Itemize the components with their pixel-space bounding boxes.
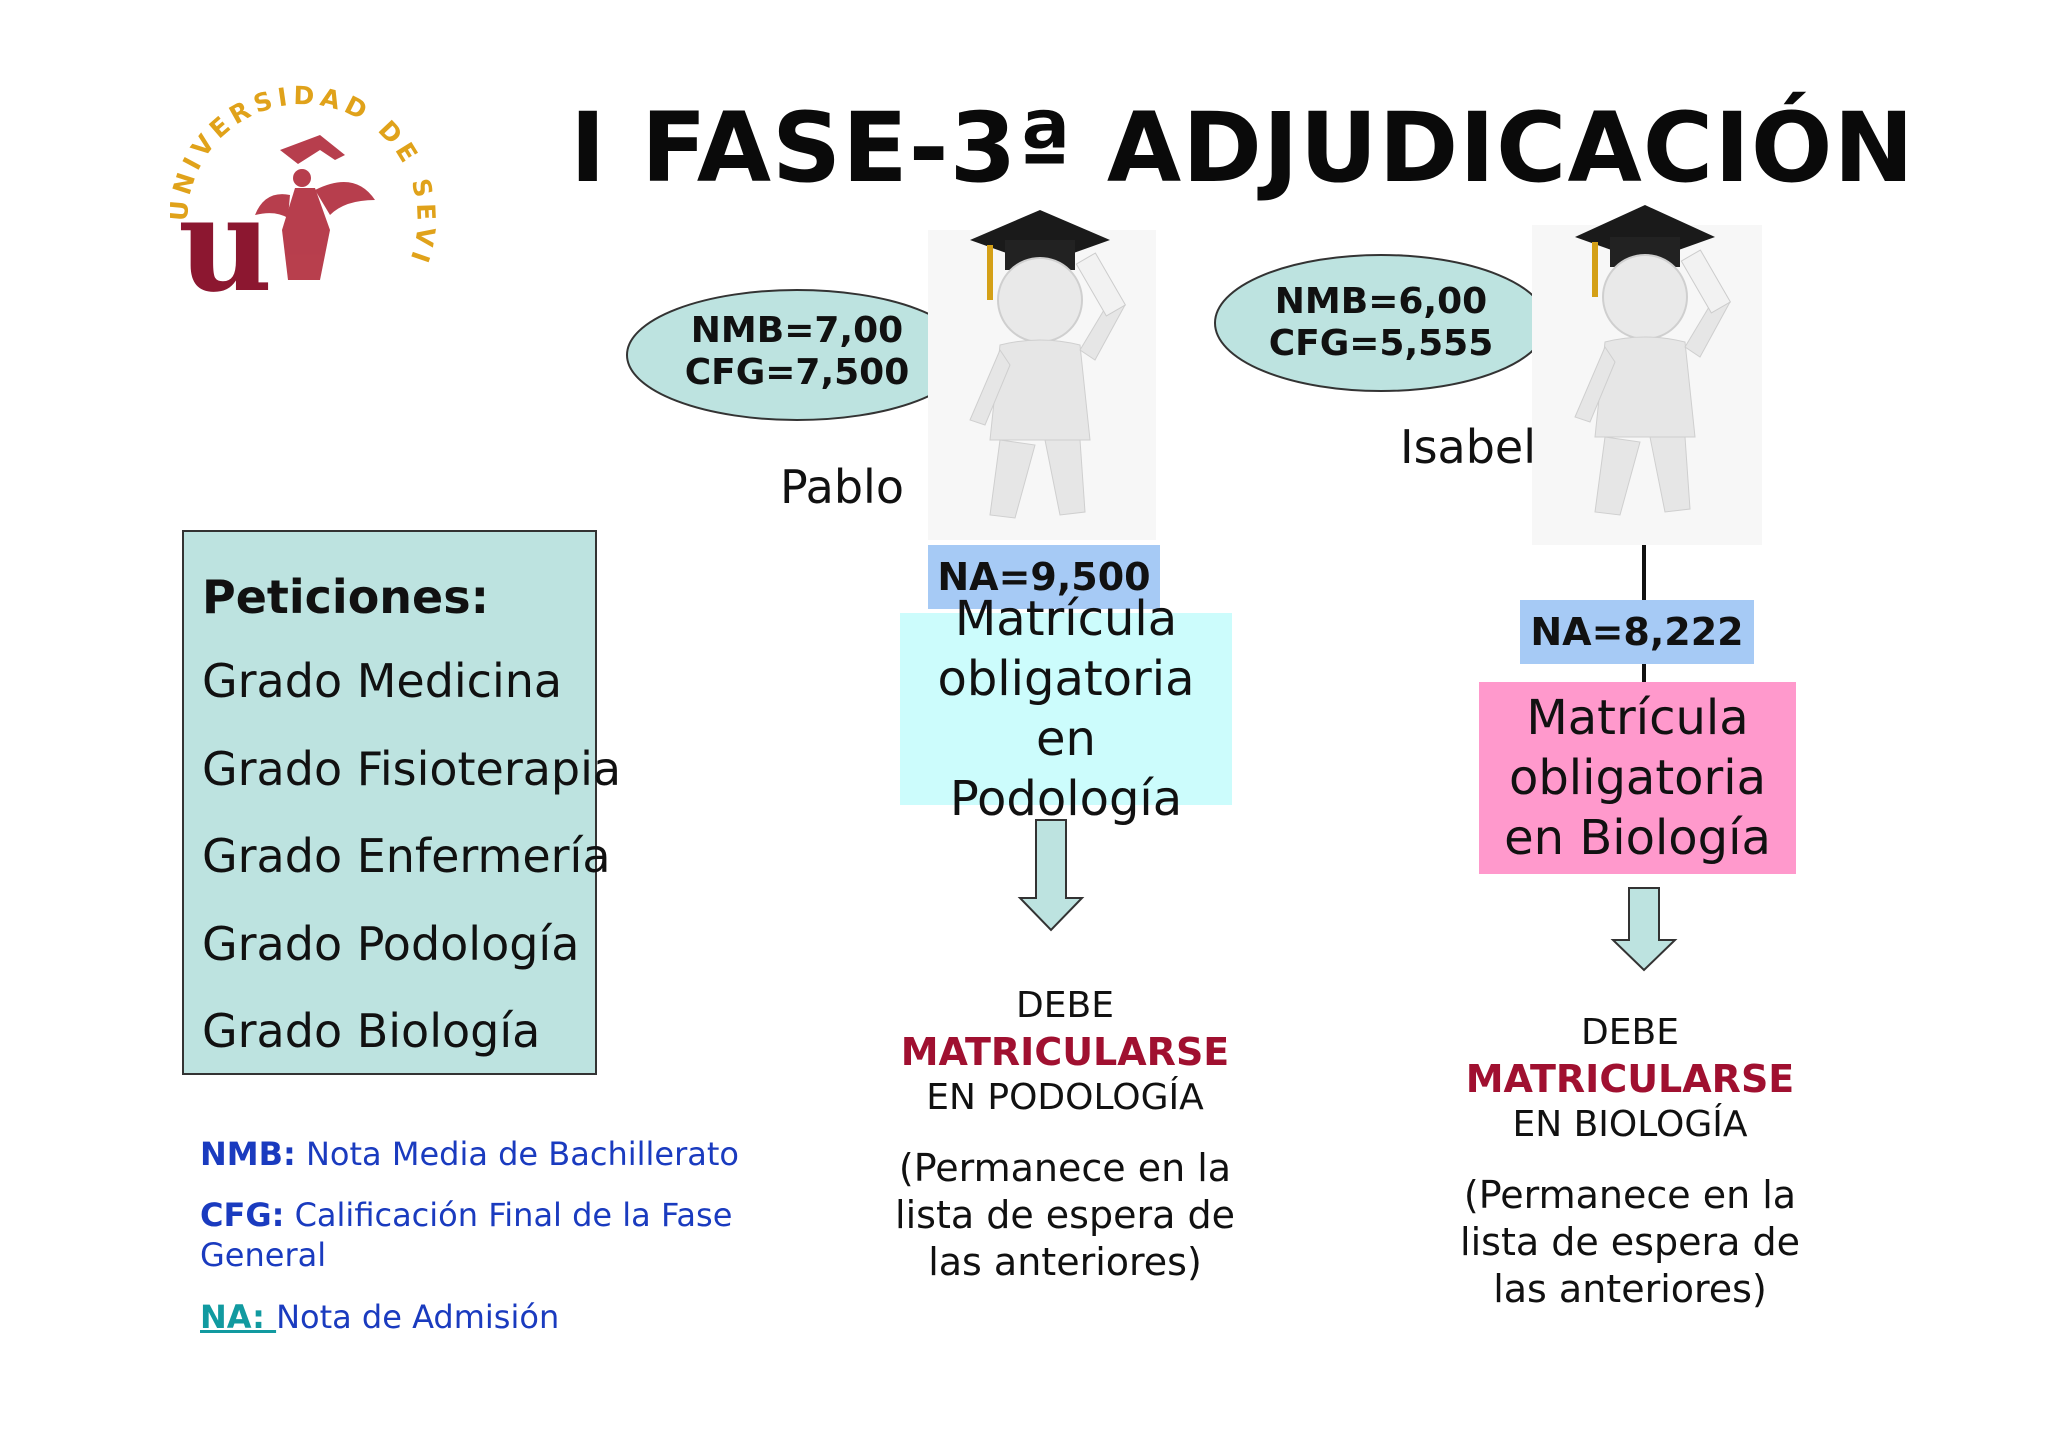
university-seal-icon: UNIVERSIDAD DE SEVILLA u	[158, 57, 436, 321]
pablo-note: (Permanece en la lista de espera de las …	[880, 1145, 1250, 1286]
pablo-na-label: NA=9,500	[928, 545, 1160, 609]
pablo-box-line: obligatoria en	[937, 651, 1195, 767]
isabel-nmb: NMB=6,00	[1274, 281, 1488, 322]
petitions-panel: Peticiones: Grado Medicina Grado Fisiote…	[182, 530, 621, 1075]
petitions-heading: Peticiones:	[202, 570, 490, 624]
legend-cfg-text-2: General	[200, 1236, 327, 1274]
isabel-result-line3: EN BIOLOGÍA	[1512, 1104, 1748, 1145]
petition-item: Grado Podología	[202, 917, 580, 971]
pablo-result-line1: DEBE	[1016, 985, 1114, 1026]
pablo-box-line: Matrícula	[954, 591, 1178, 647]
logo-letter: u	[178, 168, 273, 320]
pablo-result: DEBE MATRICULARSE EN PODOLOGÍA	[880, 983, 1250, 1121]
isabel-box-line: Matrícula	[1526, 690, 1749, 746]
isabel-enrollment-box: Matrícula obligatoria en Biología	[1479, 682, 1796, 874]
isabel-bubble-text: NMB=6,00 CFG=5,555	[1231, 281, 1531, 365]
petition-item: Grado Medicina	[202, 654, 563, 708]
isabel-note-line: las anteriores)	[1493, 1267, 1767, 1311]
pablo-note-line: (Permanece en la	[898, 1146, 1232, 1190]
legend-cfg: CFG: Calificación Final de la Fase Gener…	[200, 1195, 732, 1275]
isabel-result-emphasis: MATRICULARSE	[1465, 1057, 1795, 1101]
legend-na: NA: Nota de Admisión	[200, 1297, 559, 1337]
isabel-na-label: NA=8,222	[1520, 600, 1754, 664]
isabel-note-line: (Permanece en la	[1463, 1173, 1797, 1217]
pablo-box-line: Podología	[949, 771, 1183, 827]
pablo-result-line3: EN PODOLOGÍA	[926, 1077, 1204, 1118]
pablo-nmb: NMB=7,00	[690, 310, 904, 351]
petition-item: Grado Biología	[202, 1004, 541, 1058]
petition-item: Grado Enfermería	[202, 829, 611, 883]
pablo-bubble-text: NMB=7,00 CFG=7,500	[647, 310, 947, 394]
university-logo: UNIVERSIDAD DE SEVILLA u	[158, 57, 440, 321]
legend-cfg-text: Calificación Final de la Fase	[284, 1196, 733, 1234]
isabel-note: (Permanece en la lista de espera de las …	[1445, 1172, 1815, 1313]
legend-cfg-key: CFG:	[200, 1196, 285, 1234]
isabel-box-line: obligatoria	[1508, 750, 1767, 806]
isabel-result-line1: DEBE	[1581, 1012, 1679, 1053]
legend-nmb-text: Nota Media de Bachillerato	[295, 1135, 739, 1173]
pablo-result-emphasis: MATRICULARSE	[900, 1030, 1230, 1074]
legend-na-key: NA:	[200, 1298, 277, 1336]
petition-item: Grado Fisioterapia	[202, 742, 622, 796]
pablo-note-line: las anteriores)	[928, 1240, 1202, 1284]
isabel-name: Isabel	[1400, 420, 1537, 474]
pablo-note-line: lista de espera de	[895, 1193, 1235, 1237]
isabel-result: DEBE MATRICULARSE EN BIOLOGÍA	[1445, 1010, 1815, 1148]
isabel-cfg: CFG=5,555	[1268, 323, 1494, 364]
isabel-down-arrow-icon	[1610, 887, 1678, 972]
isabel-note-line: lista de espera de	[1460, 1220, 1800, 1264]
isabel-box-line: en Biología	[1504, 810, 1771, 866]
pablo-graduate-icon	[928, 210, 1156, 540]
pablo-down-arrow-icon	[1017, 819, 1085, 932]
pablo-enrollment-box: Matrícula obligatoria en Podología	[900, 591, 1232, 827]
pablo-name: Pablo	[780, 460, 904, 514]
legend-nmb: NMB: Nota Media de Bachillerato	[200, 1134, 739, 1174]
legend-na-text: Nota de Admisión	[276, 1298, 560, 1336]
pablo-cfg: CFG=7,500	[684, 352, 910, 393]
legend-nmb-key: NMB:	[200, 1135, 296, 1173]
isabel-graduate-icon	[1532, 205, 1762, 545]
page-title: I FASE-3ª ADJUDICACIÓN	[570, 92, 1915, 204]
